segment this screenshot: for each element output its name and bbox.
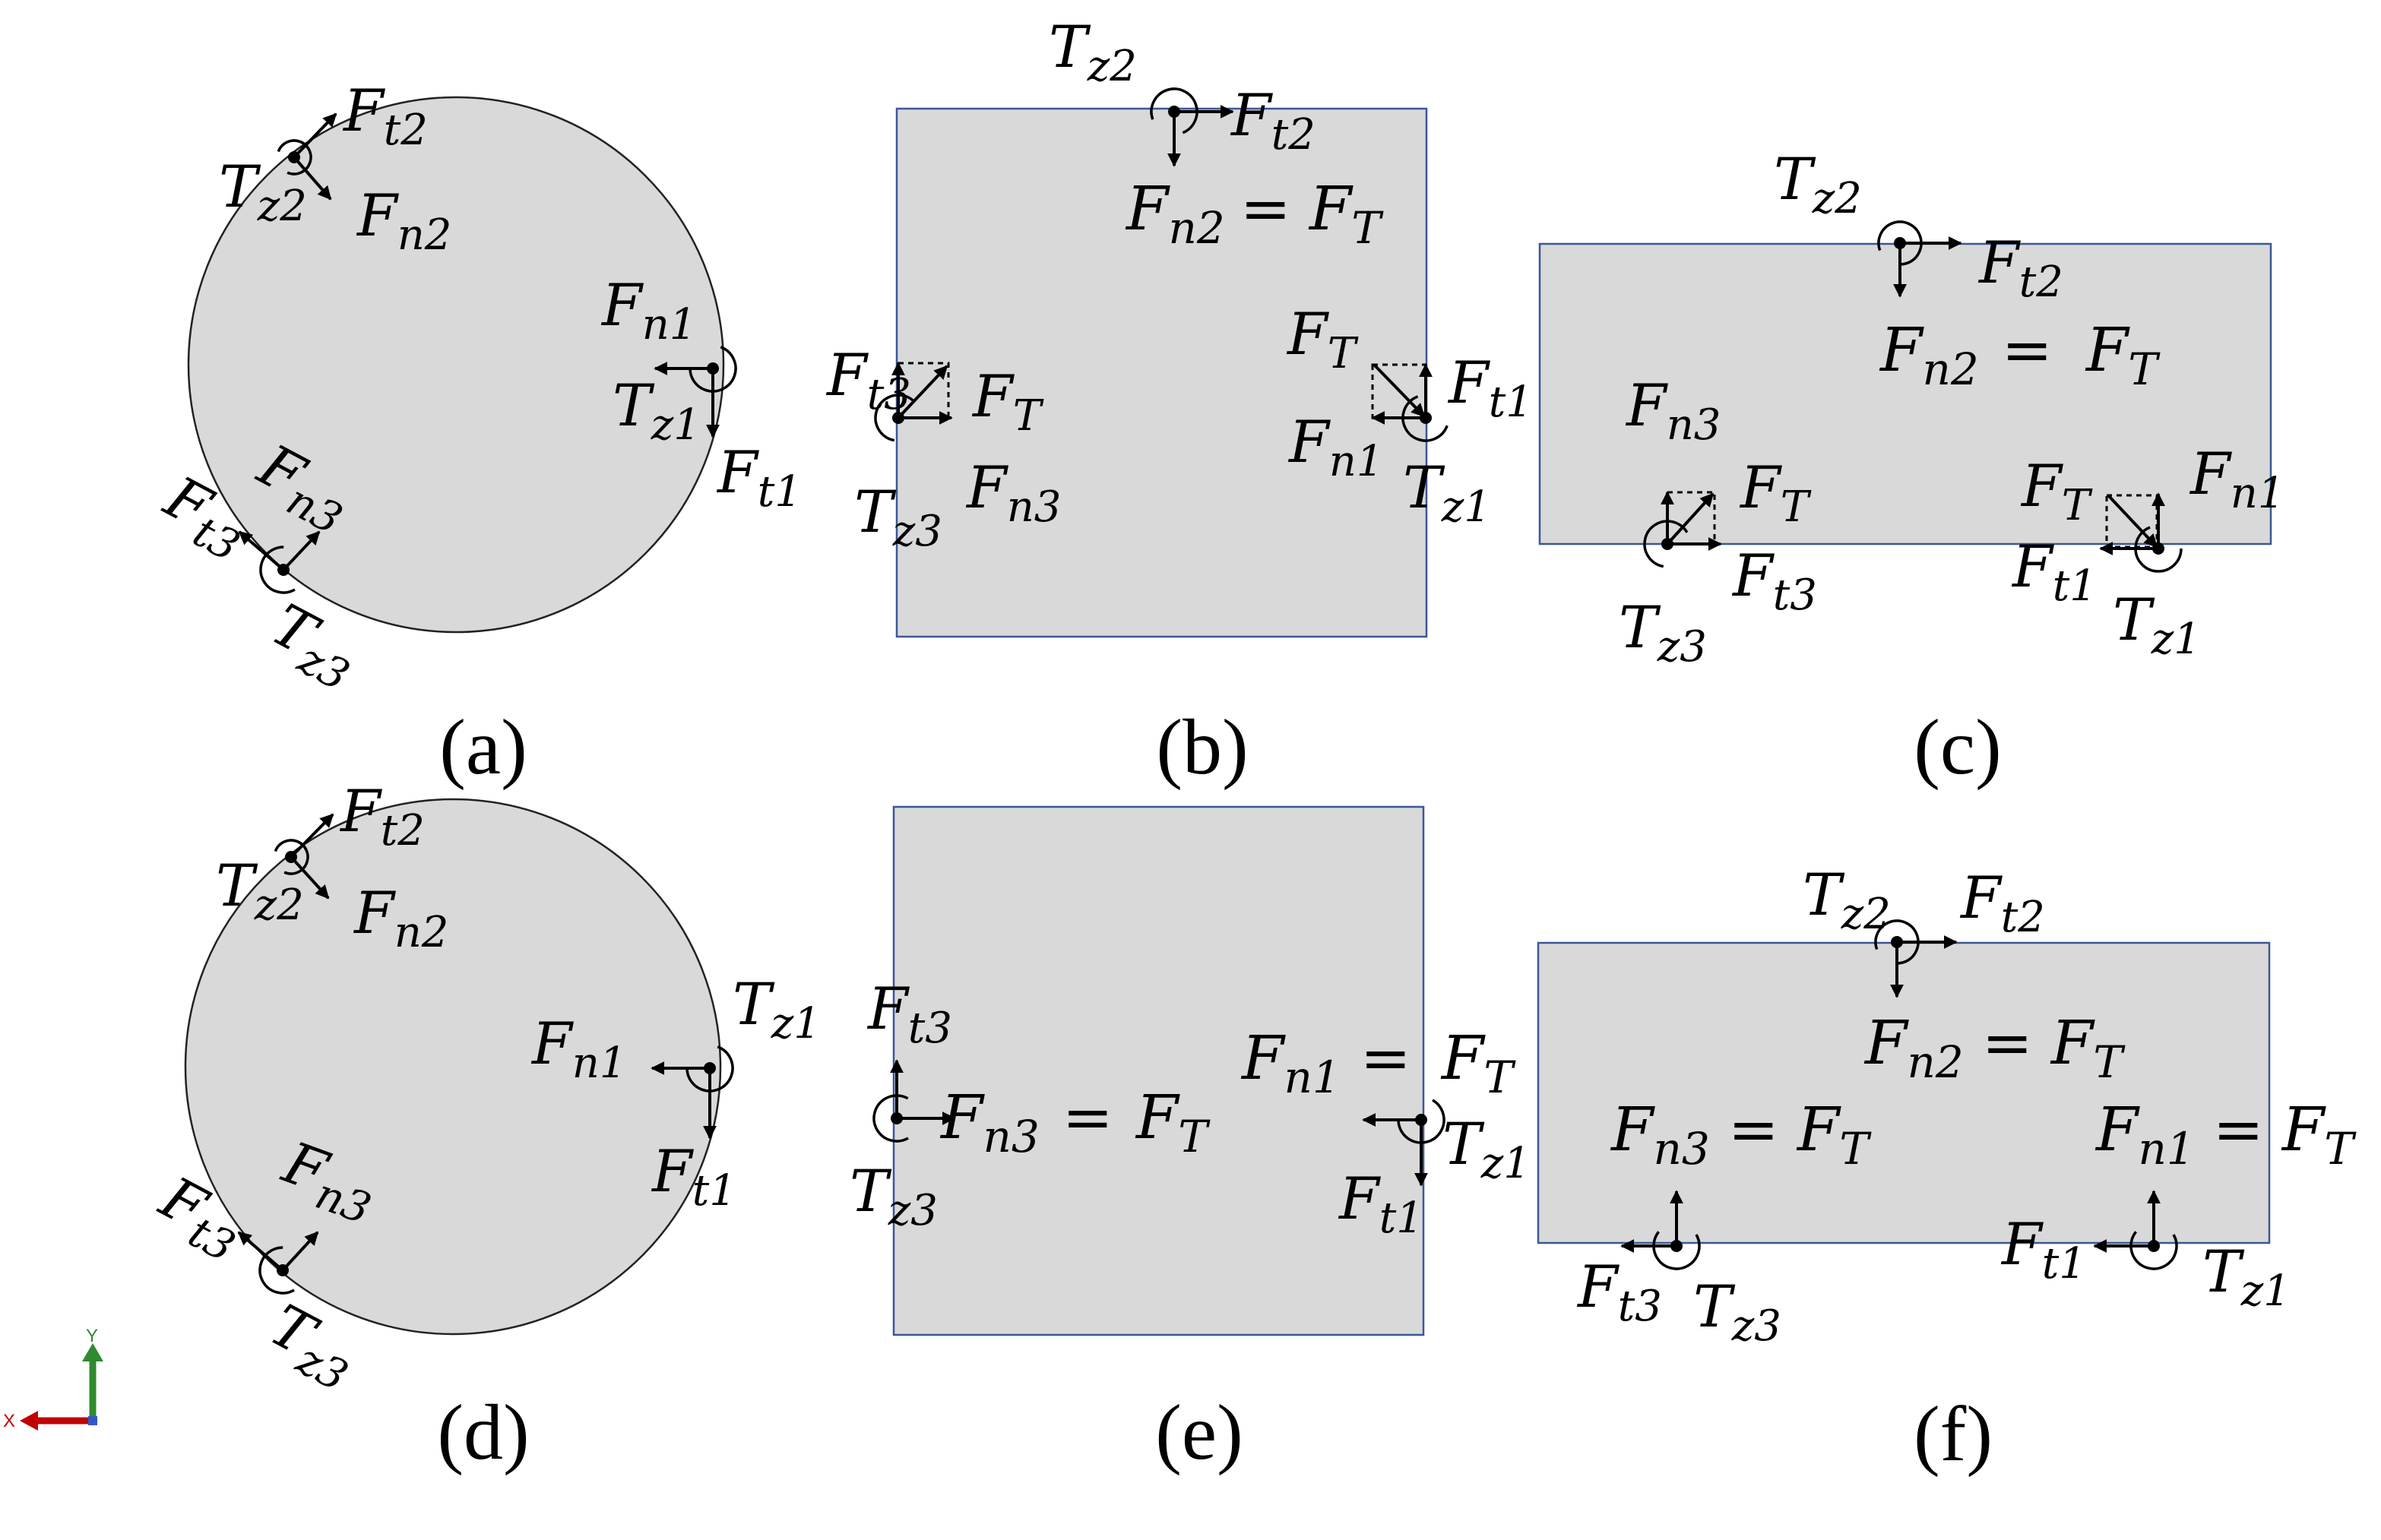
panel-f: Tz2 Ft2 Fn2=FT Fn3=FT Fn1=FT Ft3 Tz3 Ft1… bbox=[1537, 861, 2357, 1478]
label-d-tz1: Tz1 bbox=[733, 970, 821, 1048]
node-2-b bbox=[1150, 87, 1234, 167]
label-e-fn3-eq: Fn3=FT bbox=[939, 1082, 1211, 1162]
label-a-ft2: Ft2 bbox=[342, 77, 428, 155]
label-c-ft-right: FT bbox=[2020, 452, 2093, 530]
x-axis-label: X bbox=[3, 1411, 15, 1431]
label-d-ft1: Ft1 bbox=[651, 1137, 736, 1216]
node-3-d bbox=[237, 1231, 319, 1295]
label-f-tz1: Tz1 bbox=[2202, 1238, 2291, 1316]
circular-body-a bbox=[187, 96, 725, 634]
label-f-ft2: Ft2 bbox=[1959, 864, 2045, 942]
node-2-f bbox=[1874, 919, 1958, 998]
node-3-c bbox=[1643, 491, 1722, 568]
label-a-tz2: Tz2 bbox=[219, 153, 307, 231]
label-f-fn2-eq: Fn2=FT bbox=[1863, 1007, 2126, 1088]
label-f-fn3-eq: Fn3=FT bbox=[1610, 1094, 1872, 1175]
label-f-tz2: Tz2 bbox=[1803, 861, 1891, 939]
x-axis-arrowhead bbox=[20, 1411, 38, 1431]
node-3-b bbox=[874, 362, 953, 442]
label-e-tz3: Tz3 bbox=[850, 1157, 938, 1235]
label-c-tz2: Tz2 bbox=[1774, 145, 1862, 223]
node-1-b bbox=[1371, 363, 1450, 442]
node-3-a bbox=[238, 530, 321, 594]
node-2-d bbox=[273, 813, 334, 900]
caption-d: (d) bbox=[437, 1389, 529, 1476]
label-c-tz1: Tz1 bbox=[2113, 586, 2201, 664]
label-f-fn1-eq: Fn1=FT bbox=[2094, 1094, 2357, 1175]
label-b-tz2: Tz2 bbox=[1049, 13, 1137, 91]
rect-body-f bbox=[1537, 941, 2271, 1244]
label-b-fn2-eq: Fn2=FT bbox=[1125, 173, 1384, 254]
label-b-ft-right: FT bbox=[1286, 300, 1359, 378]
label-d-tz2: Tz2 bbox=[216, 852, 304, 930]
label-e-ft3: Ft3 bbox=[866, 975, 952, 1053]
panel-b: Tz2 Ft2 Fn2=FT Ft3 FT Fn3 Tz3 FT Ft1 Fn1… bbox=[825, 13, 1533, 791]
label-b-tz1: Tz1 bbox=[1403, 454, 1491, 532]
label-c-fn2-eq: Fn2=FT bbox=[1879, 315, 2161, 395]
label-f-ft1: Ft1 bbox=[2000, 1210, 2086, 1289]
label-f-tz3: Tz3 bbox=[1693, 1273, 1781, 1351]
circular-body-d bbox=[184, 798, 722, 1336]
y-axis-label: Y bbox=[86, 1326, 98, 1346]
label-a-fn2: Fn2 bbox=[356, 182, 451, 260]
label-a-ft1: Ft1 bbox=[716, 438, 802, 517]
y-axis-arrowhead bbox=[82, 1343, 103, 1361]
node-3-e bbox=[872, 1059, 956, 1143]
caption-e: (e) bbox=[1155, 1389, 1243, 1476]
label-e-tz1: Tz1 bbox=[1442, 1110, 1531, 1188]
label-c-fn1: Fn1 bbox=[2189, 440, 2284, 518]
caption-b: (b) bbox=[1156, 704, 1248, 791]
label-c-ft3: Ft3 bbox=[1731, 542, 1817, 620]
label-b-ft2: Ft2 bbox=[1230, 81, 1316, 160]
label-b-ft3: Ft3 bbox=[825, 341, 911, 419]
label-d-ft2: Ft2 bbox=[339, 777, 425, 855]
panel-a: Ft2 Tz2 Fn2 Fn1 Tz1 Ft1 Fn3 Ft3 Tz3 (a) bbox=[154, 77, 802, 791]
node-3-f bbox=[1620, 1190, 1701, 1270]
label-b-ft1: Ft1 bbox=[1447, 349, 1533, 427]
node-1-c bbox=[2099, 492, 2183, 573]
label-a-fn1: Fn1 bbox=[600, 271, 696, 349]
node-2-c bbox=[1877, 220, 1962, 298]
square-body-b bbox=[895, 107, 1428, 638]
caption-f: (f) bbox=[1914, 1390, 1993, 1478]
label-d-fn1: Fn1 bbox=[530, 1010, 626, 1088]
label-c-fn3: Fn3 bbox=[1625, 372, 1721, 450]
node-1-f bbox=[2093, 1190, 2178, 1270]
node-1-a bbox=[654, 344, 737, 438]
caption-a: (a) bbox=[439, 704, 527, 791]
label-f-ft3: Ft3 bbox=[1576, 1253, 1662, 1331]
label-a-tz1: Tz1 bbox=[613, 372, 701, 450]
panel-c: Tz2 Ft2 Fn2=FT Fn3 FT Ft3 Tz3 FT Fn1 Ft1… bbox=[1538, 145, 2284, 791]
axis-triad: Y X bbox=[3, 1326, 103, 1431]
panel-d: Ft2 Tz2 Fn2 Fn1 Tz1 Ft1 Fn3 Ft3 Tz3 (d) … bbox=[3, 777, 821, 1476]
square-body-e bbox=[892, 805, 1425, 1336]
label-b-fn1: Fn1 bbox=[1287, 408, 1383, 486]
label-d-fn2: Fn2 bbox=[353, 879, 448, 957]
panel-e: Ft3 Fn3=FT Tz3 Fn1=FT Tz1 Ft1 (e) bbox=[850, 805, 1531, 1476]
node-2-a bbox=[276, 112, 337, 201]
label-b-ft-left: FT bbox=[971, 362, 1044, 441]
label-c-tz3: Tz3 bbox=[1619, 593, 1707, 672]
label-c-ft1: Ft1 bbox=[2011, 533, 2097, 611]
caption-c: (c) bbox=[1914, 704, 2001, 791]
label-e-fn1-eq: Fn1=FT bbox=[1240, 1023, 1516, 1103]
label-c-ft-left: FT bbox=[1739, 454, 1812, 532]
label-b-fn3: Fn3 bbox=[965, 454, 1061, 532]
node-1-e bbox=[1362, 1096, 1445, 1187]
label-e-ft1: Ft1 bbox=[1338, 1165, 1423, 1243]
node-1-d bbox=[651, 1044, 734, 1140]
label-b-tz3: Tz3 bbox=[854, 478, 942, 556]
label-c-ft2: Ft2 bbox=[1977, 229, 2063, 307]
